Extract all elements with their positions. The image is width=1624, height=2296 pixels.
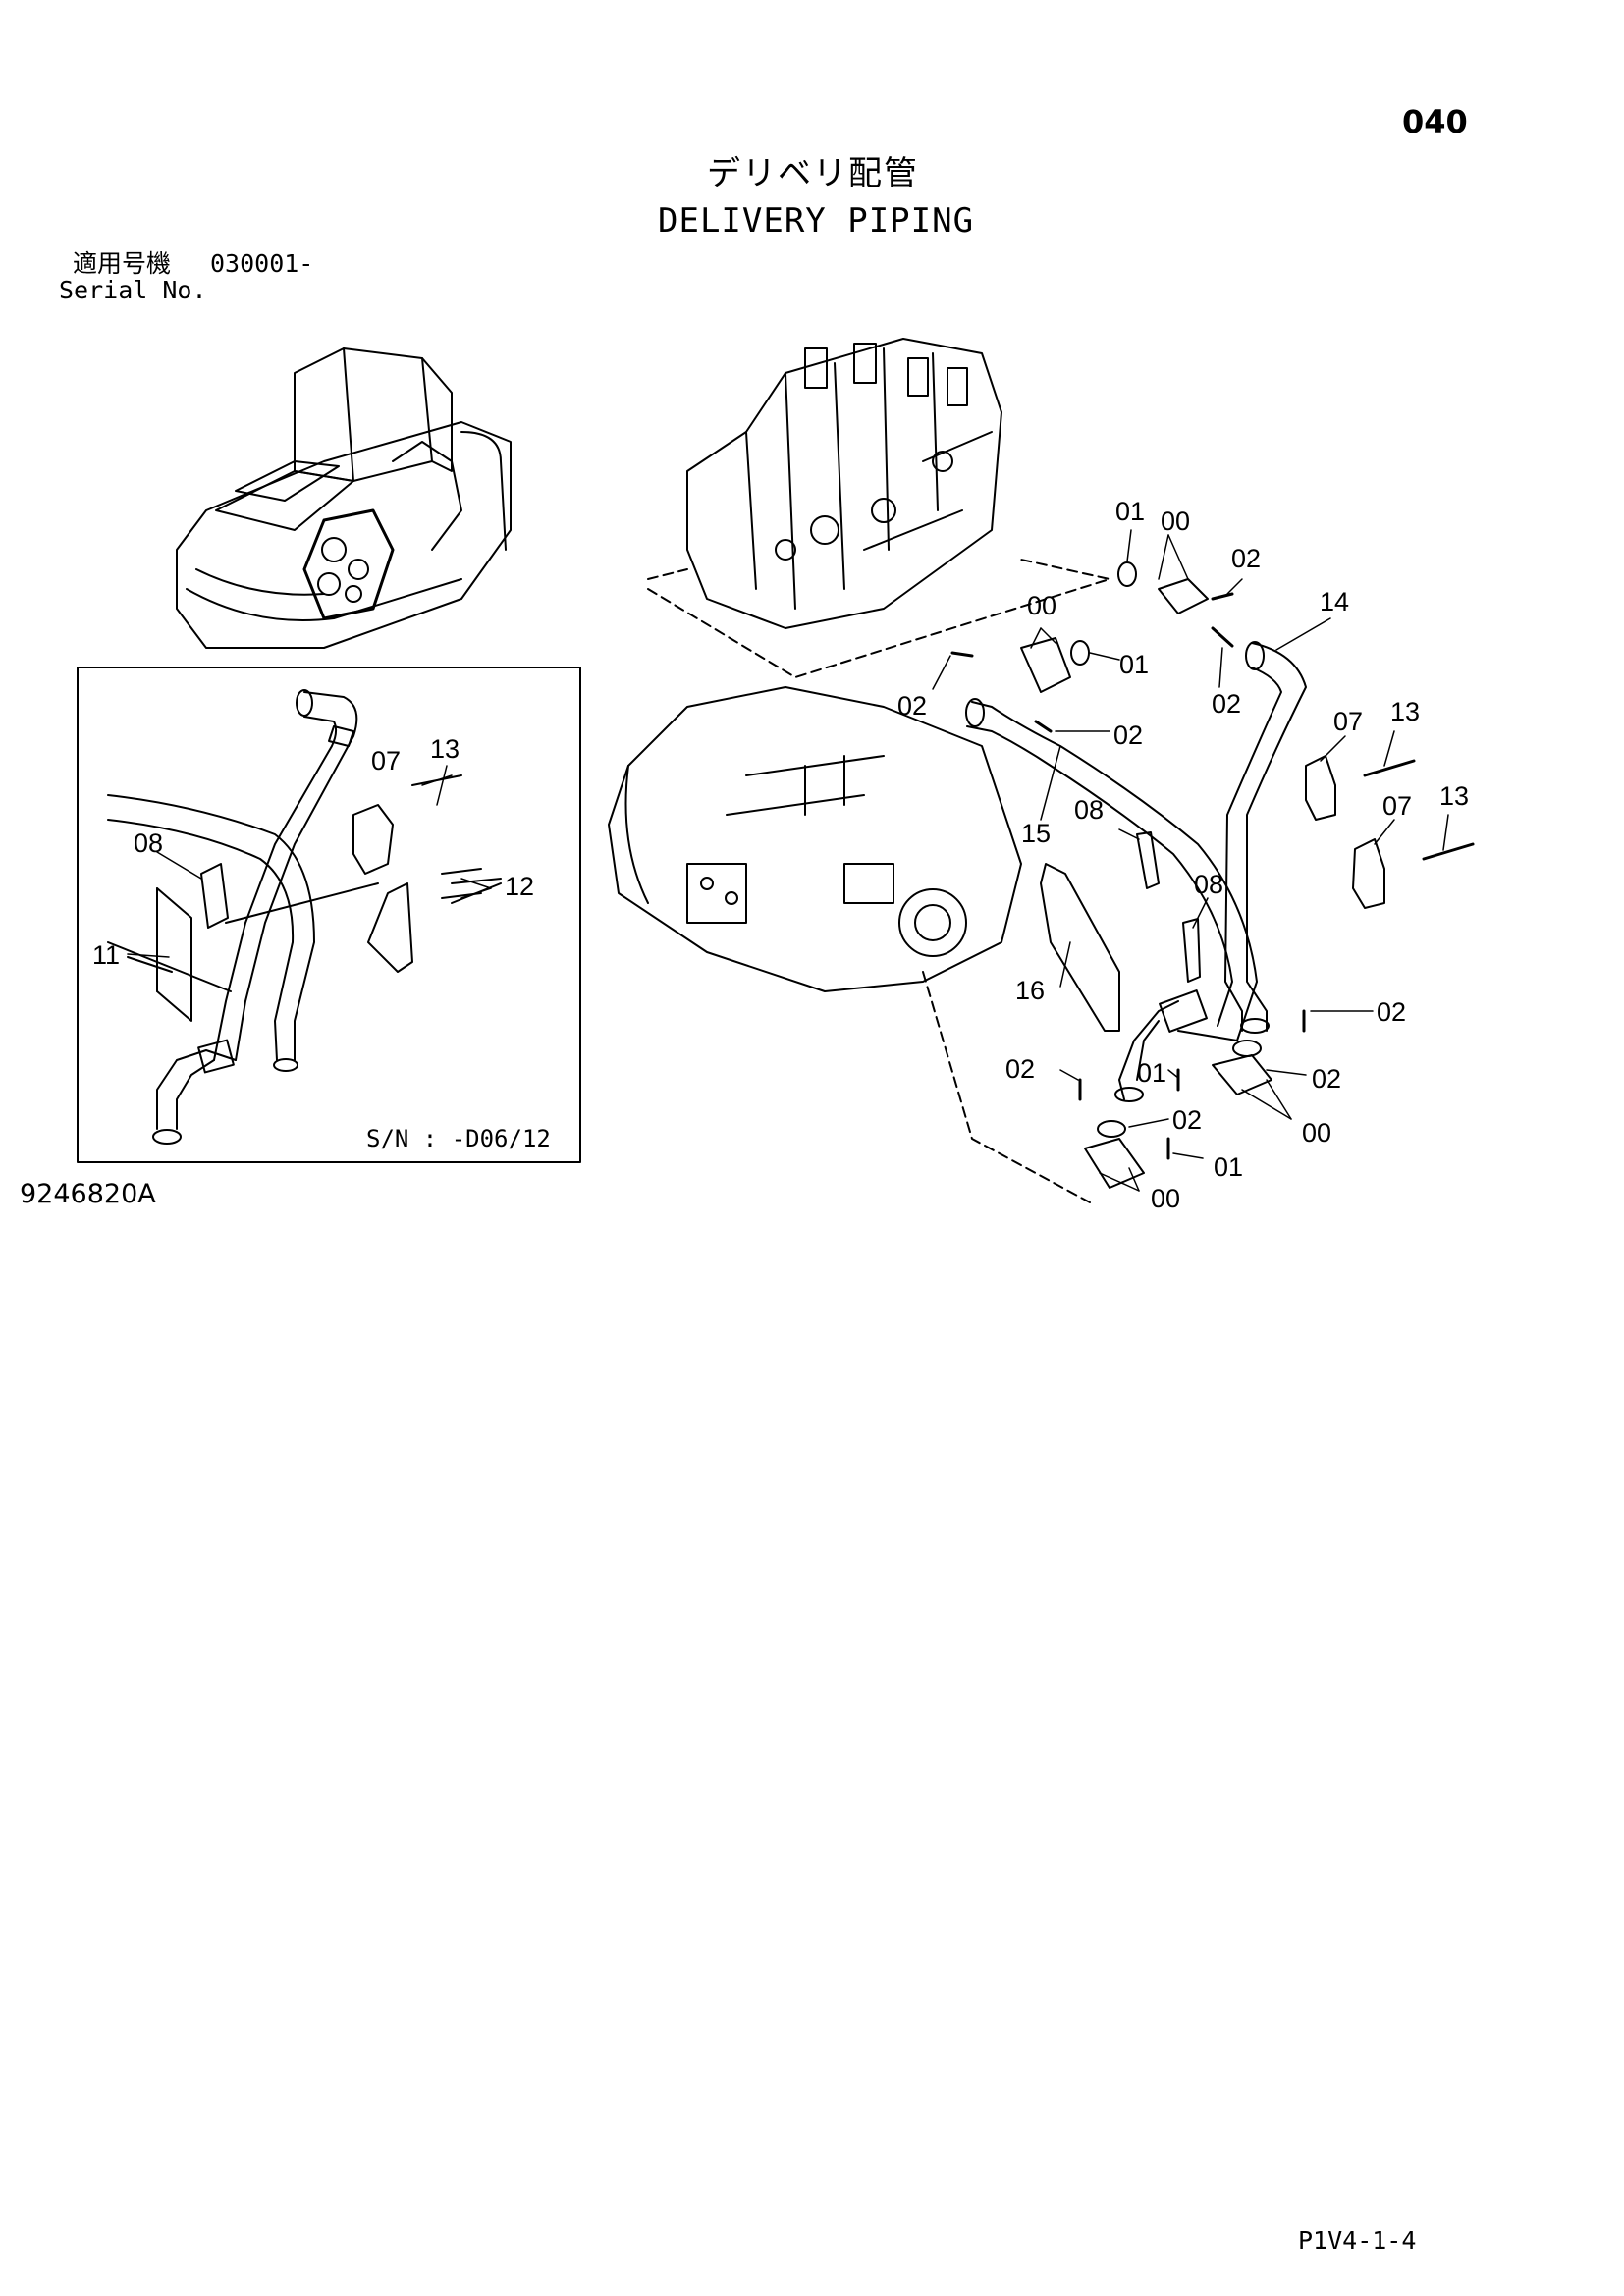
callout: 07 <box>1382 791 1412 821</box>
flange-00-bottom-right <box>1212 1054 1272 1095</box>
bolt-02-d <box>1034 720 1053 733</box>
callout: 15 <box>1021 819 1051 848</box>
main-callouts: 01 00 02 14 00 01 02 02 02 07 13 13 07 0… <box>897 497 1469 1213</box>
clamp-08-lower <box>1182 918 1201 983</box>
callout: 02 <box>1212 689 1241 719</box>
leader-lines <box>127 529 1449 1192</box>
figure-number: 9246820A <box>20 1179 156 1209</box>
main-pump <box>608 686 1091 1203</box>
callout: 12 <box>505 872 534 901</box>
clamp-07-lower <box>1352 838 1385 909</box>
clamp-08-upper <box>1136 831 1160 889</box>
callout: 13 <box>430 734 460 764</box>
title-japanese: デリベリ配管 <box>707 154 919 193</box>
delivery-pipe-15 <box>965 698 1258 1041</box>
bolt-02-a <box>1211 592 1234 601</box>
bolt-02-b <box>1211 626 1234 648</box>
bracket-16 <box>1040 863 1120 1032</box>
callout: 08 <box>134 828 163 858</box>
callout: 00 <box>1027 591 1056 620</box>
serial-value: 030001- <box>210 249 314 278</box>
callout: 01 <box>1214 1152 1243 1182</box>
callout: 00 <box>1302 1118 1331 1148</box>
serial-label-english: Serial No. <box>59 276 207 304</box>
callout: 16 <box>1015 976 1045 1005</box>
callout: 02 <box>1172 1105 1202 1135</box>
delivery-pipe-lower <box>1114 989 1208 1102</box>
callout: 11 <box>92 940 120 970</box>
oring-01-a <box>1117 561 1137 587</box>
page-code: P1V4-1-4 <box>1298 2226 1417 2255</box>
inset-serial-range: S/N : -D06/12 <box>366 1125 551 1152</box>
control-valve <box>647 338 1110 678</box>
callout: 07 <box>1333 707 1363 736</box>
delivery-pipe-14 <box>1224 641 1307 1034</box>
callout: 13 <box>1390 697 1420 726</box>
oring-01-d <box>1097 1120 1126 1138</box>
callout: 02 <box>1005 1054 1035 1084</box>
bolt-02-c <box>950 651 974 658</box>
callout: 00 <box>1161 507 1190 536</box>
oring-01-c <box>1232 1040 1262 1057</box>
callout: 01 <box>1137 1058 1166 1088</box>
callout: 01 <box>1115 497 1145 526</box>
oring-01-b <box>1070 640 1090 666</box>
inset-frame <box>77 667 581 1163</box>
flange-00-top-right <box>1158 578 1209 614</box>
callout: 01 <box>1119 650 1149 679</box>
callout: 02 <box>1377 997 1406 1027</box>
callout: 08 <box>1074 795 1104 825</box>
callout: 02 <box>897 691 927 721</box>
callout: 00 <box>1151 1184 1180 1213</box>
callout: 08 <box>1194 870 1223 899</box>
inset-callouts: 07 13 08 12 11 <box>92 734 534 970</box>
bolt-13-upper <box>1363 759 1416 777</box>
serial-label-japanese: 適用号機 <box>73 249 172 278</box>
callout: 07 <box>371 746 401 775</box>
title-english: DELIVERY PIPING <box>658 201 975 240</box>
excavator-overview <box>176 347 512 649</box>
callout: 02 <box>1231 544 1261 573</box>
callout: 02 <box>1113 721 1143 750</box>
clamp-07-upper <box>1305 755 1336 821</box>
callout: 14 <box>1320 587 1349 616</box>
bolt-13-lower <box>1422 842 1475 861</box>
inset-pipe <box>107 689 502 1145</box>
flange-00-top-left <box>1020 637 1071 693</box>
flange-00-bottom-left <box>1084 1138 1145 1189</box>
callout: 02 <box>1312 1064 1341 1094</box>
callout: 13 <box>1439 781 1469 811</box>
page-number: 040 <box>1402 103 1468 140</box>
